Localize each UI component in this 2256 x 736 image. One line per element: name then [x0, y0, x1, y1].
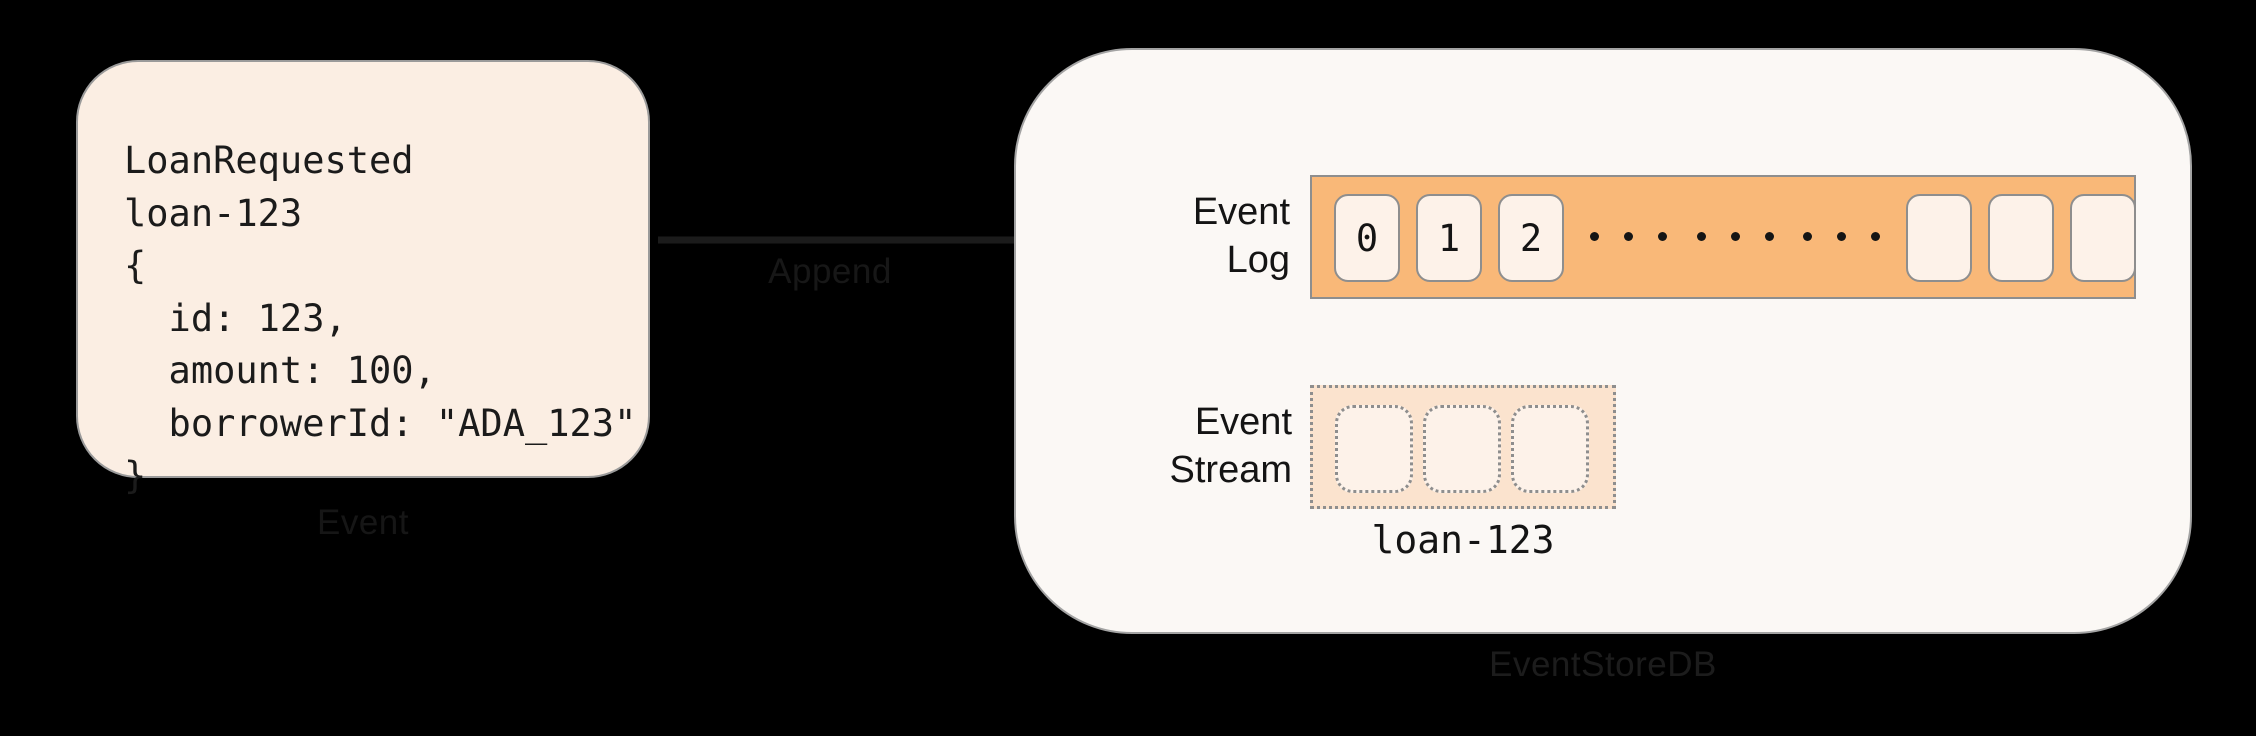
- event-card-code: LoanRequested loan-123 { id: 123, amount…: [124, 139, 637, 497]
- ellipsis-group: [1590, 231, 1667, 241]
- event-log-cell: 0: [1334, 194, 1400, 282]
- event-stream-label: Event Stream: [1140, 398, 1292, 494]
- ellipsis-dot: [1696, 231, 1706, 241]
- ellipsis-dot: [1590, 231, 1599, 241]
- ellipsis-dot: [1871, 231, 1880, 241]
- ellipsis-dot: [1658, 231, 1667, 241]
- ellipsis-group: [1803, 231, 1880, 241]
- event-stream-cell-empty: [1511, 405, 1589, 493]
- event-stream-cell-empty: [1335, 405, 1413, 493]
- event-log-cell-empty: [1906, 194, 1972, 282]
- event-log-label: Event Log: [1150, 188, 1290, 284]
- event-stream-label-line2: Stream: [1169, 449, 1292, 491]
- ellipsis-dot: [1624, 231, 1633, 241]
- event-stream-label-line1: Event: [1194, 401, 1292, 443]
- event-log-ellipsis: [1590, 229, 1880, 243]
- eventstoredb-container: [1014, 48, 2192, 634]
- event-log-bar: 0 1 2: [1310, 175, 2136, 299]
- event-log-cell-empty: [2070, 194, 2136, 282]
- ellipsis-dot: [1764, 231, 1774, 241]
- event-card: LoanRequested loan-123 { id: 123, amount…: [76, 60, 650, 497]
- event-stream-cell-empty: [1423, 405, 1501, 493]
- eventstoredb-label: EventStoreDB: [1489, 645, 1717, 684]
- event-log-label-line2: Log: [1226, 239, 1290, 281]
- event-stream-bar: [1310, 385, 1616, 509]
- event-log-cell: 1: [1416, 194, 1482, 282]
- ellipsis-dot: [1730, 231, 1740, 241]
- event-log-cell: 2: [1498, 194, 1564, 282]
- event-log-cell-empty: [1988, 194, 2054, 282]
- ellipsis-dot: [1837, 231, 1846, 241]
- append-arrow-label: Append: [768, 252, 892, 291]
- event-log-label-line1: Event: [1192, 191, 1290, 233]
- event-card-label: Event: [317, 503, 409, 542]
- event-stream-name: loan-123: [1371, 518, 1555, 562]
- ellipsis-group: [1696, 231, 1774, 241]
- ellipsis-dot: [1803, 231, 1812, 241]
